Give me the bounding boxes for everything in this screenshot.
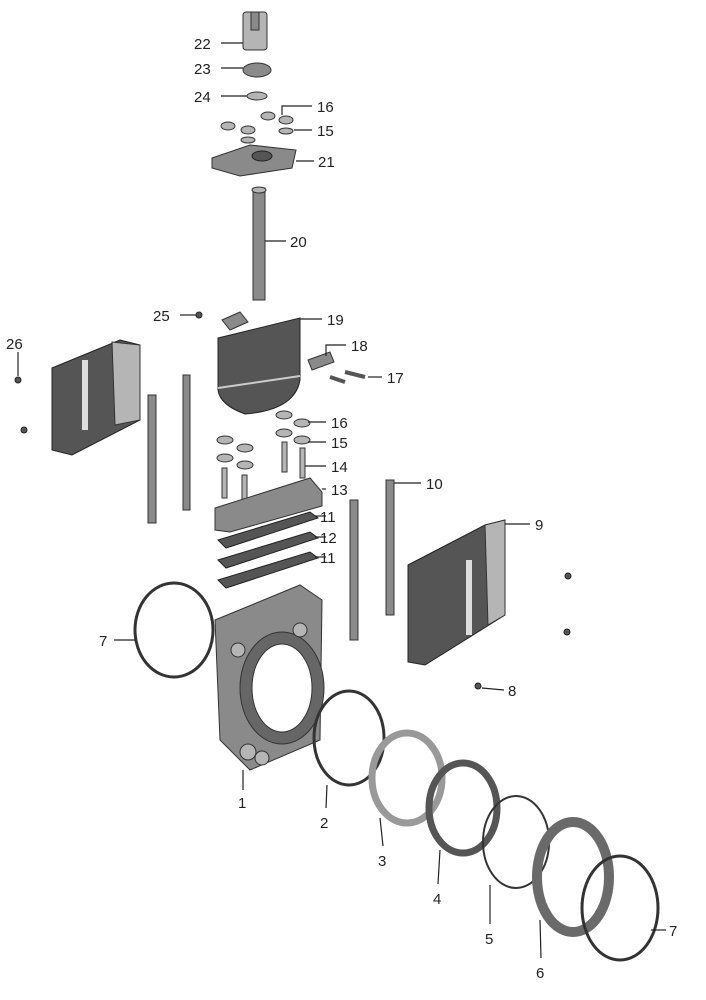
studs-nuts-part-14-16: [216, 410, 311, 504]
part-label: 16: [331, 415, 348, 432]
part-label: 7: [669, 923, 677, 940]
part-label: 16: [317, 99, 334, 116]
part-label: 12: [320, 530, 337, 547]
part-label: 24: [194, 89, 211, 106]
part-label: 10: [426, 476, 443, 493]
part-label: 17: [387, 370, 404, 387]
part-label: 7: [99, 633, 107, 650]
part-label: 13: [331, 482, 348, 499]
part-label: 9: [535, 517, 543, 534]
part-label: 11: [320, 509, 336, 526]
seal-ring-part-7-right: [580, 854, 660, 962]
part-label: 22: [194, 36, 211, 53]
seal-ring-part-7-left: [133, 581, 215, 679]
packing-parts-11-12: [217, 511, 320, 589]
part-label: 19: [327, 312, 344, 329]
part-label: 21: [318, 154, 335, 171]
part-label: 8: [508, 683, 516, 700]
part-label: 3: [378, 853, 386, 870]
part-label: 11: [320, 550, 336, 567]
right-cover-part-9: [407, 519, 572, 690]
part-label: 26: [6, 336, 23, 353]
clevis-pin-part-18: [307, 351, 366, 384]
part-label: 15: [331, 435, 348, 452]
part-label: 20: [290, 234, 307, 251]
clevis-part-22: [242, 11, 268, 51]
part-label: 14: [331, 459, 348, 476]
part-label: 5: [485, 931, 493, 948]
part-label: 23: [194, 61, 211, 78]
gate-blade-part-19: [217, 317, 301, 415]
seal-part-2: [312, 689, 386, 787]
leader-lines: [17, 42, 666, 959]
stem-part-20: [251, 186, 267, 301]
valve-body-part-1: [214, 584, 325, 771]
seat-part-6: [532, 817, 614, 937]
nuts-washers-top: [220, 111, 294, 144]
bracket-part: [221, 311, 249, 331]
part-label: 4: [433, 891, 441, 908]
tie-rod-part-10: [349, 479, 395, 641]
part-label: 25: [153, 308, 170, 325]
left-cover-part-26: [14, 339, 141, 456]
screw-part-25: [195, 311, 203, 319]
ring-part-3: [368, 729, 446, 827]
part-label: 6: [536, 965, 544, 982]
tie-rods-left: [147, 374, 191, 524]
gland-part-13: [214, 477, 323, 533]
washer-part-24: [246, 91, 268, 101]
part-label: 1: [238, 795, 246, 812]
yoke-plate-part-21: [211, 144, 297, 177]
nut-part-23: [242, 62, 272, 78]
ring-part-4: [425, 759, 501, 857]
part-label: 15: [317, 123, 334, 140]
part-label: 2: [320, 815, 328, 832]
part-label: 18: [351, 338, 368, 355]
